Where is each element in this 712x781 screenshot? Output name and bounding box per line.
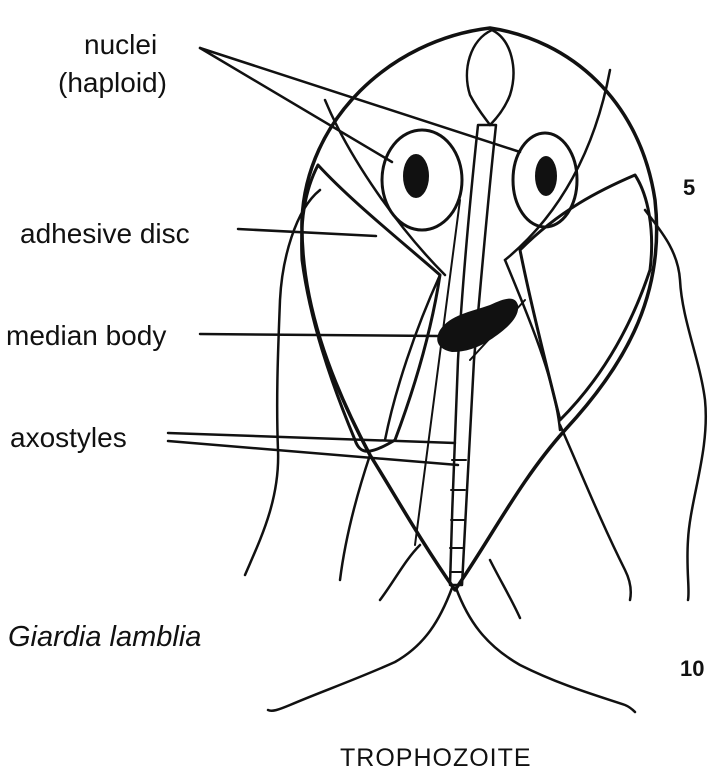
flagellum-anterior-left [245,190,320,575]
flagellum-posterior-left [268,588,452,711]
anterior-bulb [467,30,513,125]
label-nuclei: nuclei [84,29,157,60]
disc-outline-right [505,70,610,260]
leader-axostyles-lower [168,441,458,465]
flagellum-caudal-right [490,560,520,618]
leader-adhesive-disc [238,229,376,236]
label-species: Giardia lamblia [8,621,201,653]
axostyle-diagonal [415,200,525,545]
label-adhesive-disc: adhesive disc [20,218,190,249]
flagellum-ventral-left [340,455,370,580]
label-median-body: median body [6,320,166,351]
adhesive-disc-left [302,165,440,451]
margin-number-top: 5 [683,175,695,200]
nucleus-right [513,133,577,227]
axostyle-channel [450,125,496,585]
adhesive-disc-right [520,175,652,420]
margin-number-bottom: 10 [680,656,704,681]
label-stage: TROPHOZOITE [340,744,532,772]
label-haploid: (haploid) [58,67,167,98]
flagellum-caudal-left [380,545,420,600]
leader-axostyles-upper [168,433,455,443]
leader-nuclei-left [200,48,392,162]
label-axostyles: axostyles [10,422,127,453]
flagellum-ventral-right [560,425,631,600]
flagellum-posterior-right [456,588,635,712]
leader-median-body [200,334,438,336]
nucleus-left [382,130,462,230]
disc-inner-right [505,260,560,430]
